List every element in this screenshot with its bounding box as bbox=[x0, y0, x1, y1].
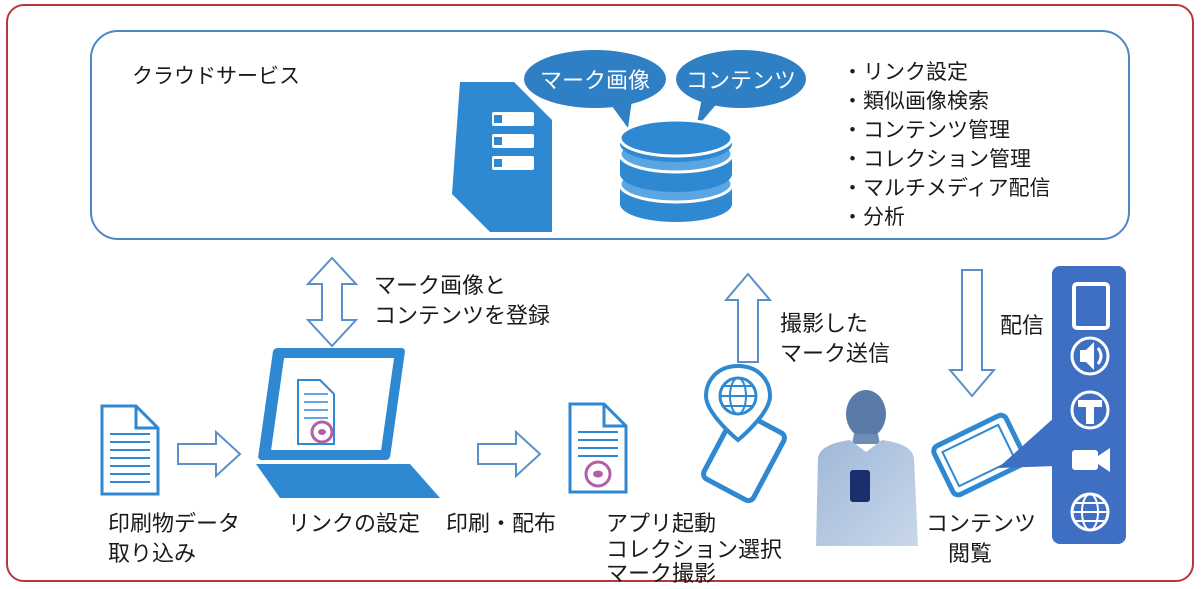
step-import-2: 取り込み bbox=[108, 542, 197, 567]
feature-item: ・リンク設定 bbox=[842, 60, 968, 84]
tablet-icon bbox=[931, 412, 1028, 498]
feature-item: ・コレクション管理 bbox=[842, 147, 1031, 171]
send-label-2: マーク送信 bbox=[780, 342, 891, 367]
down-arrow-icon bbox=[947, 269, 997, 398]
register-label-1: マーク画像と bbox=[374, 274, 507, 299]
person-smartphone-icon bbox=[816, 390, 918, 546]
database-icon bbox=[618, 118, 734, 222]
step-view-1: コンテンツ bbox=[926, 512, 1037, 537]
document-icon bbox=[100, 404, 160, 496]
step-app-2: コレクション選択 bbox=[606, 538, 783, 563]
server-icon bbox=[452, 82, 552, 232]
deliver-label: 配信 bbox=[1000, 314, 1045, 339]
media-panel bbox=[998, 266, 1126, 544]
right-arrow-icon bbox=[177, 429, 242, 479]
up-arrow-icon bbox=[723, 272, 773, 363]
tablet-globe-icon bbox=[701, 363, 787, 504]
mark-image-bubble: マーク画像 bbox=[524, 50, 666, 108]
step-link: リンクの設定 bbox=[288, 512, 421, 537]
feature-item: ・分析 bbox=[842, 205, 905, 229]
step-app-1: アプリ起動 bbox=[606, 512, 717, 537]
cloud-title: クラウドサービス bbox=[132, 64, 300, 88]
send-label-1: 撮影した bbox=[780, 312, 869, 337]
step-import-1: 印刷物データ bbox=[108, 512, 241, 537]
feature-item: ・マルチメディア配信 bbox=[842, 176, 1051, 200]
step-app-3: マーク撮影 bbox=[606, 562, 717, 587]
contents-bubble: コンテンツ bbox=[676, 50, 806, 108]
laptop-icon bbox=[256, 348, 440, 498]
printed-document-icon bbox=[568, 402, 628, 494]
step-view-2: 閲覧 bbox=[948, 542, 993, 567]
right-arrow-icon bbox=[477, 429, 542, 479]
feature-item: ・類似画像検索 bbox=[842, 89, 989, 113]
outer-frame bbox=[6, 4, 1194, 582]
feature-list: ・リンク設定 ・類似画像検索 ・コンテンツ管理 ・コレクション管理 ・マルチメデ… bbox=[842, 58, 1051, 232]
feature-item: ・コンテンツ管理 bbox=[842, 118, 1010, 142]
bidirectional-arrow-icon bbox=[305, 256, 359, 348]
step-print: 印刷・配布 bbox=[446, 512, 557, 537]
register-label-2: コンテンツを登録 bbox=[374, 304, 551, 329]
